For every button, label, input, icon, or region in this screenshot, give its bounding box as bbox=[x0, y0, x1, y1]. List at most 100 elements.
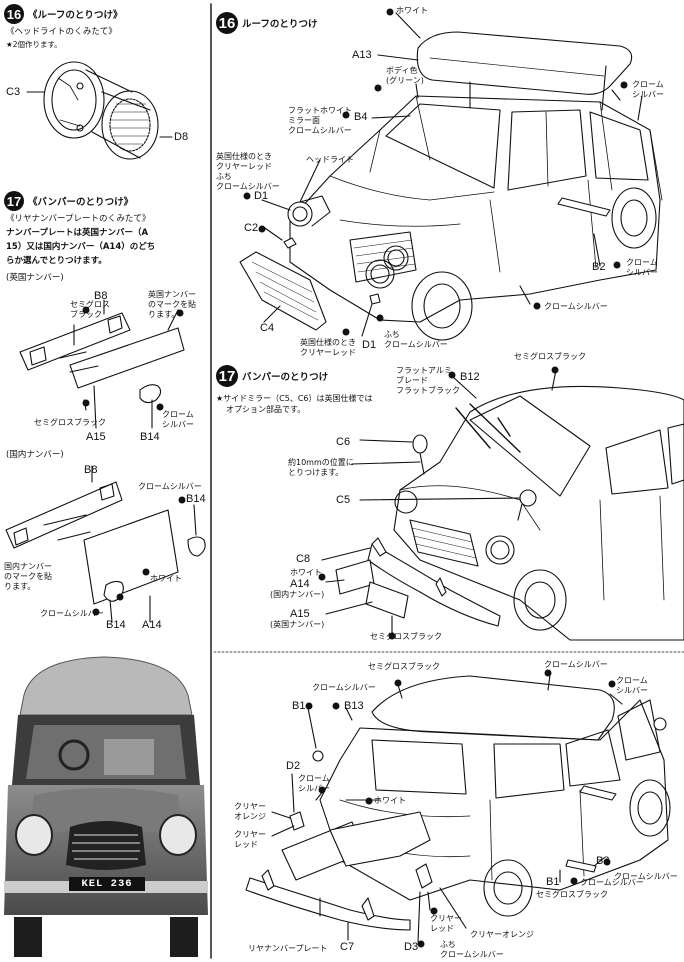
paint-label: フラットアルミ ブレード フラットブラック bbox=[396, 366, 460, 395]
paint-label: ふち クロームシルバー bbox=[440, 940, 504, 959]
part-label-a15: A15 bbox=[290, 608, 310, 620]
step-title: ルーフのとりつけ bbox=[242, 19, 318, 30]
decal-note: 国内ナンバー のマークを貼 ります。 bbox=[4, 562, 52, 591]
paint-label: クローム シルバー bbox=[626, 258, 658, 277]
part-label-d3: D3 bbox=[404, 941, 419, 953]
paint-label: クロームシルバー bbox=[40, 609, 104, 618]
part-label-d2: D2 bbox=[286, 760, 301, 772]
paint-label: クローム シルバー bbox=[298, 774, 330, 793]
paint-label: クローム シルバー bbox=[632, 80, 664, 99]
plate-variant: (国内ナンバー) bbox=[270, 590, 325, 599]
step16-car-drawing bbox=[239, 12, 663, 341]
paint-label: セミグロス ブラック bbox=[70, 300, 110, 319]
paint-label: クローム シルバー bbox=[616, 676, 648, 695]
step-subtitle: 《リヤナンバープレートのくみたて》 bbox=[6, 214, 151, 224]
part-label-b14: B14 bbox=[106, 619, 126, 631]
step17-car-drawing bbox=[321, 369, 684, 641]
paint-label: セミグロスブラック bbox=[514, 352, 586, 361]
part-label-c4: C4 bbox=[260, 322, 275, 334]
part-label-b14: B14 bbox=[140, 431, 160, 443]
part-label-c8: C8 bbox=[296, 553, 311, 565]
paint-label: クリヤー レッド bbox=[430, 914, 462, 933]
note-line-2: 15）又は国内ナンバー（A14）のどち bbox=[6, 242, 156, 252]
paint-label: クローム シルバー bbox=[162, 410, 194, 429]
right-step16-header: 16 ルーフのとりつけ bbox=[216, 12, 318, 34]
part-label-d1: D1 bbox=[362, 339, 377, 351]
note-line-1: ★サイドミラー（C5、C6）は英国仕様では bbox=[216, 394, 373, 403]
step-title: バンパーのとりつけ bbox=[242, 372, 329, 383]
note-line-1: ナンバープレートは英国ナンバー（A bbox=[6, 228, 149, 238]
part-label-c5: C5 bbox=[336, 494, 351, 506]
step-title: 《バンパーのとりつけ》 bbox=[28, 197, 134, 208]
paint-label: クロームシルバー bbox=[544, 302, 608, 311]
rear-view-car-drawing bbox=[245, 674, 671, 943]
left-step16-header: 16 《ルーフのとりつけ》 bbox=[4, 4, 123, 24]
part-label-c2: C2 bbox=[244, 222, 259, 234]
step-number-badge: 16 bbox=[216, 12, 238, 34]
paint-label: ホワイト bbox=[150, 574, 182, 583]
paint-label: クロームシルバー bbox=[580, 878, 644, 887]
paint-label: ホワイト bbox=[290, 568, 322, 577]
paint-label: クリヤー レッド bbox=[234, 830, 266, 849]
part-label-b1: B1 bbox=[292, 700, 306, 712]
finished-model-photo: KEL 236 bbox=[4, 655, 208, 959]
part-label-b8: B8 bbox=[94, 290, 108, 302]
part-label-b14: B14 bbox=[186, 493, 206, 505]
part-label-a15: A15 bbox=[86, 431, 106, 443]
step-number-badge: 17 bbox=[216, 365, 238, 387]
paint-label: セミグロスブラック bbox=[370, 632, 442, 641]
license-plate: KEL 236 bbox=[69, 877, 145, 891]
part-label-a14: A14 bbox=[142, 619, 162, 631]
step-title: 《ルーフのとりつけ》 bbox=[28, 10, 123, 21]
paint-label: クロームシルバー bbox=[312, 683, 376, 692]
paint-label: ふち クロームシルバー bbox=[384, 330, 448, 349]
part-label-c6: C6 bbox=[336, 436, 351, 448]
paint-label: セミグロスブラック bbox=[368, 662, 440, 671]
paint-label: 英国仕様のとき クリヤーレッド bbox=[300, 338, 356, 357]
component-label: ヘッドライト bbox=[306, 155, 354, 164]
paint-label: クロームシルバー bbox=[614, 872, 678, 881]
right-step17-header: 17 バンパーのとりつけ bbox=[216, 365, 328, 387]
car-photo-artwork bbox=[4, 655, 208, 959]
part-label-b3: B3 bbox=[596, 855, 610, 867]
headlight-assembly-drawing bbox=[26, 61, 173, 160]
paint-label: クロームシルバー bbox=[544, 660, 608, 669]
install-note: 約10mmの位置に とりつけます。 bbox=[288, 458, 354, 477]
decal-note: 英国ナンバー のマークを貼 ります。 bbox=[148, 290, 196, 319]
part-label-c3: C3 bbox=[6, 86, 21, 98]
part-label-a14: A14 bbox=[290, 578, 310, 590]
note-line-3: らか選んでとりつけます。 bbox=[6, 256, 107, 266]
paint-label: ホワイト bbox=[374, 796, 406, 805]
left-step17-header: 17 《バンパーのとりつけ》 bbox=[4, 191, 133, 211]
part-label-b8: B8 bbox=[84, 464, 98, 476]
part-label-b2: B2 bbox=[592, 261, 606, 273]
step-note: ★2個作ります。 bbox=[6, 40, 62, 49]
part-label-b12: B12 bbox=[460, 371, 480, 383]
paint-label: フラットホワイト ミラー面 クロームシルバー bbox=[288, 106, 352, 135]
part-label-d1: D1 bbox=[254, 190, 269, 202]
paint-label: ボディ色 (グリーン) bbox=[386, 66, 424, 85]
part-label-c7: C7 bbox=[340, 941, 355, 953]
paint-label: クリヤー オレンジ bbox=[234, 802, 266, 821]
uk-plate-heading: (英国ナンバー) bbox=[6, 273, 64, 283]
part-label-b4: B4 bbox=[354, 111, 368, 123]
paint-label: セミグロスブラック bbox=[34, 418, 106, 427]
part-label-b13: B13 bbox=[344, 700, 364, 712]
step-number-badge: 17 bbox=[4, 191, 24, 211]
paint-label: セミグロスブラック bbox=[536, 890, 608, 899]
jp-plate-heading: (国内ナンバー) bbox=[6, 450, 64, 460]
part-label-d8: D8 bbox=[174, 131, 189, 143]
uk-plate-drawing bbox=[19, 299, 185, 429]
note-line-2: オプション部品です。 bbox=[226, 405, 306, 414]
paint-label: クロームシルバー bbox=[138, 482, 202, 491]
paint-markers bbox=[82, 8, 628, 948]
paint-label: クリヤーオレンジ bbox=[470, 930, 534, 939]
step-number-badge: 16 bbox=[4, 4, 24, 24]
component-label: リヤナンバープレート bbox=[248, 944, 328, 953]
step-subtitle: 《ヘッドライトのくみたて》 bbox=[6, 27, 117, 37]
part-label-b1: B1 bbox=[546, 876, 560, 888]
part-label-a13: A13 bbox=[352, 49, 372, 61]
paint-label: ホワイト bbox=[396, 6, 428, 15]
plate-variant: (英国ナンバー) bbox=[270, 620, 325, 629]
